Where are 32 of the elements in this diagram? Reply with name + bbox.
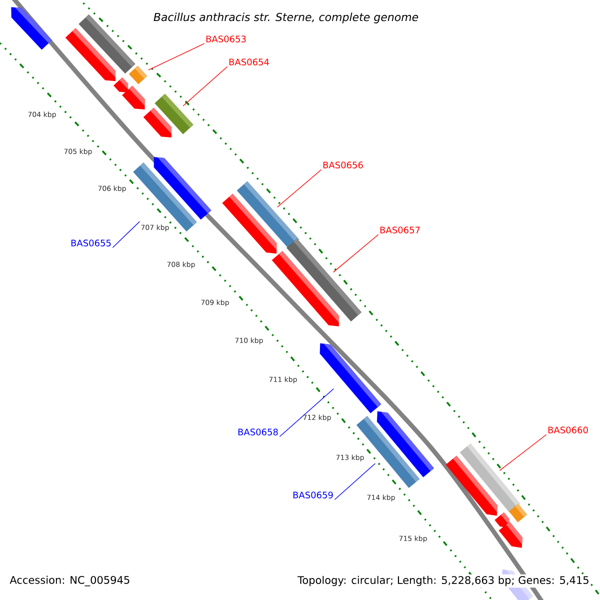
leader-line — [148, 43, 205, 70]
gene-label: BAS0653 — [206, 36, 246, 42]
info-text: Topology: circular; Length: 5,228,663 bp; Genes: 5,415 — [296, 574, 591, 588]
gene-label: BAS0657 — [380, 226, 420, 234]
gene-label: BAS0654 — [229, 58, 269, 66]
gene-label: BAS0655 — [71, 240, 111, 246]
gene-glyph — [143, 108, 172, 138]
leader-line — [333, 234, 379, 273]
gene-glyph — [114, 77, 128, 92]
title: Bacillus anthracis str. Sterne, complete genome — [154, 12, 418, 24]
gene-glyph — [11, 7, 52, 50]
gene-label: BAS0660 — [548, 426, 588, 434]
gene-glyph — [122, 86, 145, 110]
leader-line — [112, 221, 140, 248]
gene-block — [508, 504, 528, 522]
gene-glyph — [272, 250, 340, 326]
gene-label: BAS0659 — [293, 492, 333, 498]
gene-block — [133, 162, 197, 232]
gene-block — [128, 66, 148, 84]
gene-glyph — [320, 343, 382, 414]
gene-glyph — [222, 194, 277, 254]
gene-glyph — [498, 522, 522, 548]
leader-line — [334, 463, 376, 500]
gene-label: BAS0658 — [238, 428, 278, 436]
leader-line — [276, 169, 322, 208]
info-text: Accession: NC_005945 — [8, 574, 132, 588]
gene-glyph — [65, 28, 116, 82]
leader-line — [499, 434, 547, 471]
leader-line — [182, 66, 228, 106]
gene-label: BAS0656 — [323, 162, 363, 168]
leader-line — [279, 388, 334, 437]
gene-glyph — [446, 456, 498, 516]
